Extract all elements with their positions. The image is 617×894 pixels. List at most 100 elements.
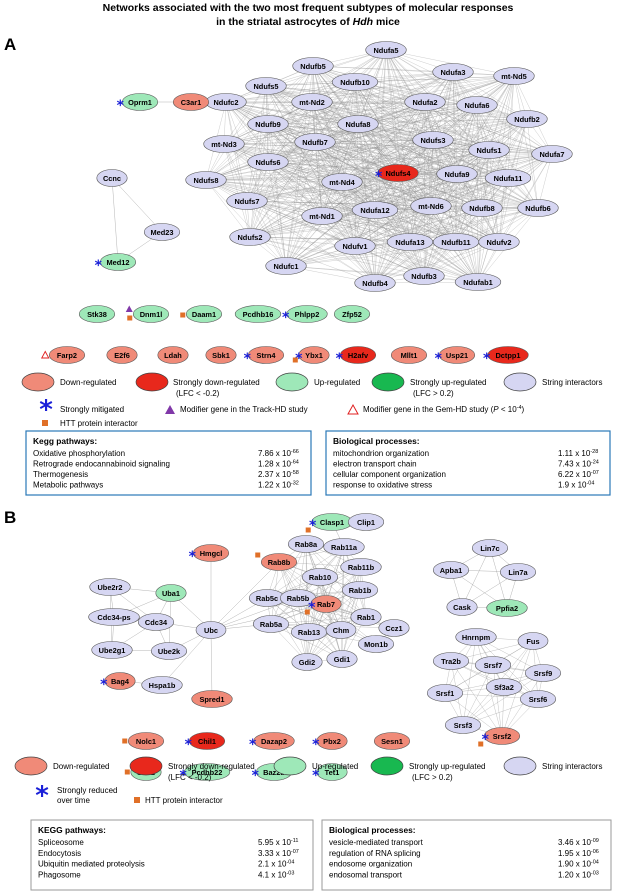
star-icon-tet1: * — [312, 768, 320, 784]
node-shape-lin7a — [499, 563, 537, 581]
edge-ndufb9-ndufs8 — [205, 123, 269, 181]
node-shape-ndufa3 — [432, 63, 474, 81]
edge-ndufa7-ndufb6 — [537, 153, 553, 209]
node-ndufv1: Ndufv1 — [334, 237, 376, 255]
edge-ndufs5-ndufa2 — [265, 85, 426, 103]
panel-a-label: A — [4, 35, 16, 54]
node-shape-ube2k — [150, 642, 188, 660]
edge-ndufs3-ndufa13 — [409, 139, 434, 243]
edge-srsf9-srsf3 — [462, 672, 544, 726]
node-ndufb7: Ndufb7 — [294, 133, 336, 151]
node-srsf6: Srsf6 — [519, 690, 557, 708]
node-label-cask: Cask — [453, 603, 472, 612]
node-label-ndufs2: Ndufs2 — [237, 233, 262, 242]
edge-lin7c-ppfia2 — [489, 547, 508, 609]
node-shape-hmgcl — [192, 544, 230, 562]
node-srsf9: Srsf9 — [524, 664, 562, 682]
node-label-ndufs1: Ndufs1 — [476, 146, 501, 155]
htt-square-icon-rab8b — [255, 552, 261, 558]
node-label-fus: Fus — [526, 637, 539, 646]
table-row-value: 1.11 x 10-28 — [558, 449, 598, 458]
node-label-ndufs3: Ndufs3 — [420, 136, 445, 145]
edge-ndufs8-ndufs2 — [205, 179, 251, 238]
node-shape-ndufs7 — [226, 192, 268, 210]
node-e2f6: E2f6 — [106, 346, 138, 364]
table-row-value: 5.95 x 10-11 — [258, 838, 298, 847]
node-ndufa11: Ndufa11 — [484, 169, 532, 187]
node-shape-srsf7 — [474, 656, 512, 674]
node-label-ndufb11: Ndufb11 — [441, 238, 470, 247]
node-shape-dazap2 — [253, 732, 295, 750]
edge-ndufa6-ndufb9 — [267, 104, 478, 125]
node-ndufc1: Ndufc1 — [265, 257, 307, 275]
node-shape-strn4 — [247, 346, 285, 364]
edge-rab11a-rab13 — [308, 546, 345, 633]
node-shape-ndufb9 — [247, 115, 289, 133]
star-icon-clasp1: * — [309, 518, 317, 534]
node-srsf2: Srsf2 — [483, 727, 521, 745]
table-row-name: vesicle-mediated transport — [329, 838, 424, 847]
node-label-mt-nd1: mt-Nd1 — [309, 212, 334, 221]
edge-ndufs4-ndufb4 — [374, 172, 399, 284]
kegg-a-heading: Kegg pathways: — [33, 436, 97, 446]
star-icon-ybx1: * — [295, 351, 303, 367]
edge-ndufs3-ndufs7 — [246, 139, 434, 202]
table-row-value: 1.20 x 10-03 — [558, 870, 599, 879]
node-shape-ppfia2 — [486, 599, 528, 617]
star-icon-phlpp2: * — [282, 310, 290, 326]
edge-ndufb7-mt-nd1 — [314, 141, 323, 217]
node-shape-ndufa6 — [456, 96, 498, 114]
edge-ndufa3-ndufb2 — [452, 71, 528, 120]
legend-b-down-swatch — [14, 756, 48, 776]
node-dctpp1: Dctpp1 — [487, 346, 529, 364]
node-shape-rab11a — [323, 538, 365, 556]
edge-srsf7-srsf2 — [492, 664, 503, 737]
edge-rab8b-gdi1 — [278, 561, 343, 660]
edge-ccnc-med23 — [111, 177, 163, 233]
node-shape-mon1b — [357, 635, 395, 653]
node-label-chm: Chm — [333, 626, 350, 635]
legend-a-gem-close: ) — [522, 405, 525, 414]
legend-a-up-label: Up-regulated — [314, 378, 360, 387]
panel-b-label: B — [4, 508, 16, 527]
legend-a-strong-down-swatch — [135, 372, 169, 392]
node-shape-ndufv1 — [334, 237, 376, 255]
node-label-rab11b: Rab11b — [348, 563, 375, 572]
node-label-ndufa11: Ndufa11 — [494, 174, 523, 183]
edge-rab8a-rab5c — [266, 543, 307, 599]
legend-a-gem-p: P — [493, 405, 499, 414]
table-row-value: 4.1 x 10-03 — [258, 870, 294, 879]
edge-ndufa12-ndufb6 — [374, 207, 539, 211]
edge-ndufa7-ndufs4 — [397, 153, 553, 174]
edge-ndufs3-ndufs8 — [205, 139, 434, 181]
node-label-zfp52: Zfp52 — [342, 310, 362, 319]
edge-ndufa2-ndufa7 — [424, 101, 553, 155]
node-shape-ndufs5 — [245, 77, 287, 95]
node-ndufs3: Ndufs3 — [412, 131, 454, 149]
node-label-rab1: Rab1 — [357, 613, 375, 622]
node-lin7a: Lin7a — [499, 563, 537, 581]
table-row-value: 1.9 x 10-04 — [558, 481, 594, 490]
node-pcdhb22: Pcdhb22 — [183, 763, 231, 781]
node-ndufb4: Ndufb4 — [354, 274, 396, 292]
edge-ndufa6-ndufb3 — [423, 104, 478, 277]
edge-ndufa3-ndufa7 — [452, 71, 553, 155]
node-shape-dnm1l — [132, 305, 170, 323]
node-label-stk38: Stk38 — [87, 310, 107, 319]
node-label-gdi2: Gdi2 — [299, 658, 315, 667]
node-tra2b: Tra2b — [432, 652, 470, 670]
edge-ndufa11-mt-nd4 — [341, 177, 509, 183]
node-shape-sbk1 — [205, 346, 237, 364]
edge-ndufa8-ndufs2 — [249, 123, 359, 238]
node-label-ccnc: Ccnc — [103, 174, 121, 183]
node-shape-c3ar1 — [172, 93, 210, 111]
node-shape-ndufa8 — [337, 115, 379, 133]
edge-mt-nd3-ndufa12 — [223, 143, 376, 211]
edge-ndufa12-ndufv2 — [374, 209, 500, 243]
node-label-phlpp2: Phlpp2 — [295, 310, 320, 319]
edge-ndufb9-ndufs1 — [267, 123, 490, 151]
edge-ndufa11-ndufb4 — [374, 177, 509, 284]
node-label-srsf1: Srsf1 — [436, 689, 455, 698]
node-shape-ndufab1 — [454, 273, 502, 291]
